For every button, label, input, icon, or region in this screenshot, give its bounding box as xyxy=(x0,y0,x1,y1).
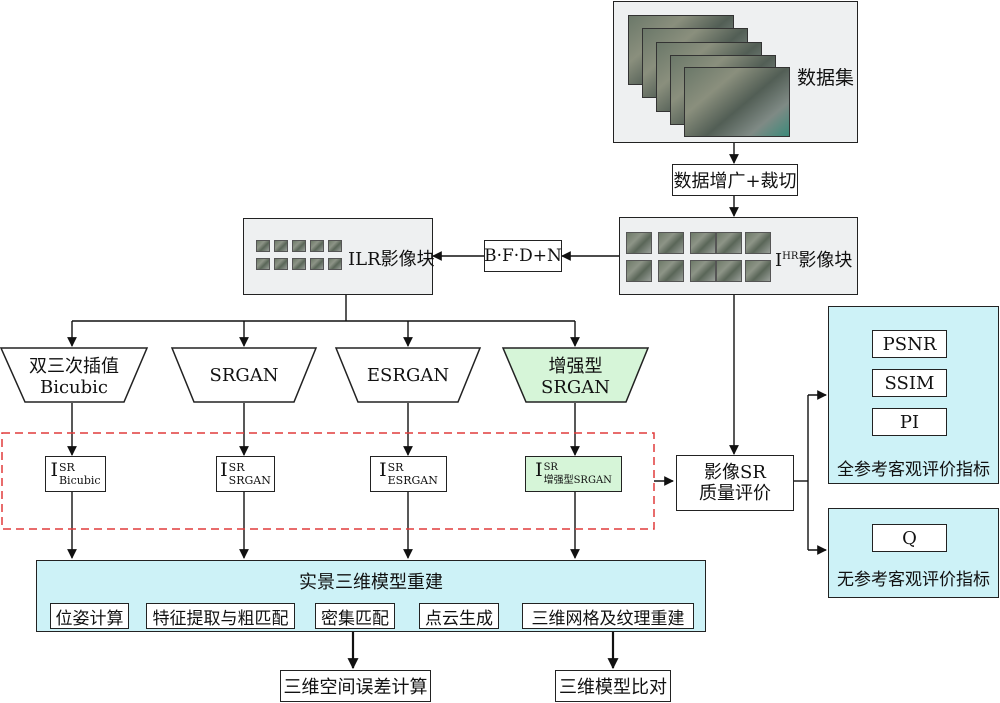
step-feature-matching: 特征提取与粗匹配 xyxy=(146,603,295,629)
hr-thumb xyxy=(745,232,771,254)
lr-thumb xyxy=(292,240,306,252)
lr-thumb xyxy=(274,258,288,270)
no-reference-title: 无参考客观评价指标 xyxy=(837,570,990,590)
full-reference-title: 全参考客观评价指标 xyxy=(837,460,990,480)
dataset-image-5 xyxy=(684,67,790,137)
method-srgan-shape xyxy=(170,347,318,403)
reconstruction-title: 实景三维模型重建 xyxy=(299,572,443,593)
lr-thumb xyxy=(256,258,270,270)
hr-thumb xyxy=(626,260,652,282)
lr-thumb xyxy=(328,258,342,270)
dataset-label: 数据集 xyxy=(797,67,855,89)
lr-patches-box xyxy=(243,218,433,295)
augment-box: 数据增广+裁切 xyxy=(672,164,798,196)
lr-thumb xyxy=(310,240,324,252)
sr-output-region xyxy=(1,432,655,530)
method-bicubic-shape xyxy=(0,347,149,403)
hr-thumb xyxy=(658,260,684,282)
hr-thumb xyxy=(690,232,716,254)
augment-label: 数据增广+裁切 xyxy=(673,171,797,192)
step-pose-estimation: 位姿计算 xyxy=(50,603,129,629)
hr-thumb xyxy=(745,260,771,282)
model-comparison-box: 三维模型比对 xyxy=(555,670,671,702)
lr-thumb xyxy=(274,240,288,252)
spatial-error-box: 三维空间误差计算 xyxy=(280,670,431,702)
step-dense-matching: 密集匹配 xyxy=(315,603,395,629)
hr-patches-label: IHR影像块 xyxy=(775,250,853,271)
step-point-cloud: 点云生成 xyxy=(419,603,499,629)
method-enhanced-srgan-shape xyxy=(501,347,650,403)
hr-thumb xyxy=(716,232,742,254)
hr-thumb xyxy=(626,232,652,254)
hr-thumb xyxy=(716,260,742,282)
no-reference-panel xyxy=(828,508,999,598)
metric-q: Q xyxy=(872,524,947,552)
metric-psnr: PSNR xyxy=(872,330,947,358)
method-srgan-label: SRGAN xyxy=(209,365,279,386)
lr-thumb xyxy=(310,258,324,270)
hr-thumb xyxy=(658,232,684,254)
lr-patches-label: ILR影像块 xyxy=(348,249,435,270)
method-esrgan-label: ESRGAN xyxy=(366,365,450,386)
metric-ssim: SSIM xyxy=(872,369,947,397)
hr-patches-box xyxy=(619,217,858,295)
lr-thumb xyxy=(292,258,306,270)
degradation-label: B·F·D+N xyxy=(484,246,562,266)
lr-thumb xyxy=(328,240,342,252)
method-esrgan-shape xyxy=(334,347,482,403)
metric-pi: PI xyxy=(872,408,947,436)
degradation-box: B·F·D+N xyxy=(484,240,562,272)
step-mesh-texture: 三维网格及纹理重建 xyxy=(522,603,694,629)
hr-thumb xyxy=(690,260,716,282)
lr-thumb xyxy=(256,240,270,252)
